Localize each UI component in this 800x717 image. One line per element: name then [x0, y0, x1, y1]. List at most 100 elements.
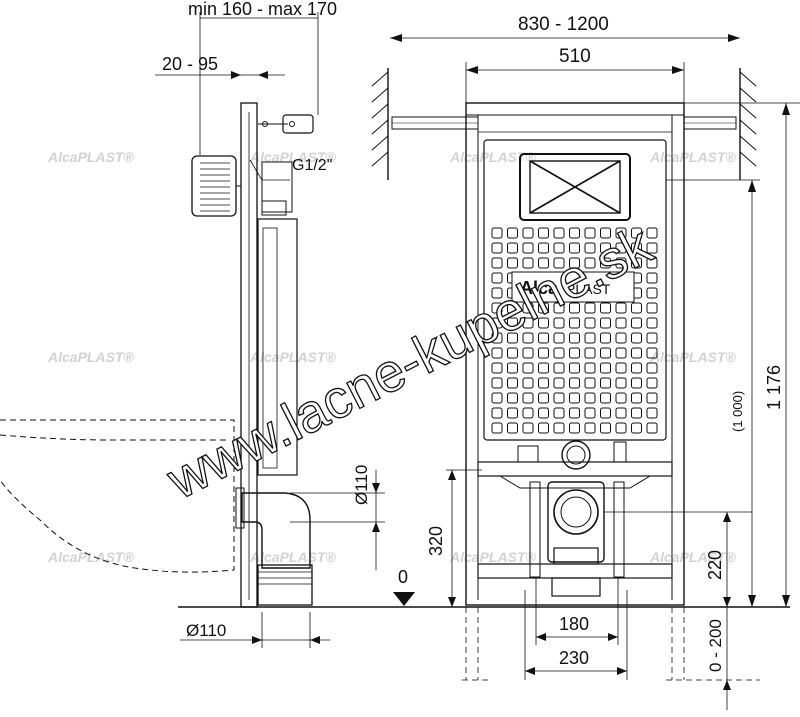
grid-cell: [569, 317, 580, 329]
watermark-text: AlcaPLAST®: [47, 149, 134, 165]
dim-arrow: [390, 34, 402, 42]
wall-hatch-right: [739, 71, 757, 167]
grid-cell: [522, 377, 534, 389]
drain-outlet-bottom: [551, 577, 601, 597]
grid-cell: [522, 407, 534, 419]
grid-cell: [491, 257, 503, 269]
grid-cell: [491, 362, 503, 374]
watermark-text: AlcaPLAST®: [249, 549, 336, 565]
flush-opening-inner: [529, 160, 621, 214]
grid-cell: [538, 317, 549, 329]
dim-arrow: [723, 597, 731, 607]
grid-cell: [553, 242, 565, 254]
watermark-text: AlcaPLAST®: [449, 149, 536, 165]
dim-bottom-diameter: Ø110: [186, 621, 226, 640]
dim-drain-diameter: Ø110: [352, 465, 371, 505]
dim-arrow: [723, 680, 731, 690]
grid-cell: [646, 422, 658, 434]
grid-cell: [538, 227, 549, 239]
grid-cell: [569, 377, 580, 389]
grid-cell: [522, 242, 534, 254]
pan-crossbar: [477, 461, 673, 477]
flush-plate-side: [191, 155, 237, 217]
dim-arrow: [372, 522, 380, 532]
leg-right: [613, 481, 625, 578]
grid-cell: [584, 302, 596, 314]
watermark-text: AlcaPLAST®: [649, 149, 736, 165]
grid-cell: [631, 227, 642, 239]
grid-cell: [522, 332, 534, 344]
grid-cell: [569, 332, 580, 344]
dim-arrow: [448, 470, 456, 480]
grid-cell: [569, 407, 580, 419]
grid-cell: [553, 362, 565, 374]
grid-cell: [600, 392, 611, 404]
grid-cell: [646, 302, 658, 314]
dim-arrow: [536, 633, 546, 641]
grid-cell: [522, 392, 534, 404]
dim-arrow: [617, 667, 627, 675]
grid-cell: [553, 227, 565, 239]
grid-cell: [646, 362, 658, 374]
grid-cell: [584, 332, 596, 344]
grid-cell: [491, 377, 503, 389]
inlet-ring: [561, 440, 591, 470]
grid-cell: [646, 407, 658, 419]
toilet-seat-line: [0, 434, 230, 441]
grid-cell: [615, 242, 627, 254]
grid-cell: [615, 407, 627, 419]
grid-cell: [584, 242, 596, 254]
dim-arrow: [258, 71, 268, 79]
grid-cell: [569, 227, 580, 239]
front-frame-outer: [465, 102, 685, 606]
grid-cell: [522, 422, 534, 434]
grid-cell: [491, 287, 503, 299]
grid-cell: [491, 392, 503, 404]
dim-arrow: [672, 66, 684, 74]
grid-cell: [646, 287, 658, 299]
grid-cell: [507, 347, 518, 359]
grid-cell: [522, 257, 534, 269]
grid-cell: [600, 317, 611, 329]
grid-cell: [538, 347, 549, 359]
dim-arrow: [372, 483, 380, 493]
grid-cell: [507, 227, 518, 239]
grid-cell: [631, 362, 642, 374]
cistern-box: [257, 218, 298, 476]
dim-arrow: [608, 633, 618, 641]
grid-cell: [600, 332, 611, 344]
brand-logo-alca: Alca: [520, 278, 559, 298]
grid-cell: [507, 317, 518, 329]
dim-arrow: [448, 597, 456, 607]
drain-front-outlet-inner: [560, 496, 592, 528]
drain-socket: [257, 564, 313, 606]
grid-cell: [631, 332, 642, 344]
grid-cell: [615, 422, 627, 434]
grid-cell: [538, 422, 549, 434]
grid-cell: [538, 377, 549, 389]
pan-bracket: [499, 475, 651, 489]
front-view: Alca PLAST 830 - 1200 510: [371, 14, 800, 710]
grid-cell: [507, 422, 518, 434]
grid-cell: [646, 242, 658, 254]
grid-cell: [522, 227, 534, 239]
grid-cell: [553, 317, 565, 329]
brand-logo-plast: PLAST: [566, 281, 611, 297]
floor-zero-marker: [393, 592, 415, 606]
grid-cell: [600, 242, 611, 254]
grid-cell: [615, 317, 627, 329]
grid-cell: [507, 242, 518, 254]
valve-housing: [261, 161, 293, 213]
grid-cell: [522, 362, 534, 374]
side-view: min 160 - max 170 20 - 95 G1/2" Ø110 Ø11…: [0, 0, 790, 648]
grid-cell: [646, 347, 658, 359]
grid-cell: [553, 332, 565, 344]
wall-hatch-left: [371, 71, 389, 167]
grid-cell: [569, 392, 580, 404]
valve-bolt: [289, 121, 295, 127]
dim-depth-range: min 160 - max 170: [188, 0, 337, 19]
grid-cell: [491, 332, 503, 344]
brand-watermarks: AlcaPLAST® AlcaPLAST® AlcaPLAST® AlcaPLA…: [47, 149, 736, 565]
inlet-ring-inner: [566, 445, 586, 465]
grid-cell: [507, 407, 518, 419]
